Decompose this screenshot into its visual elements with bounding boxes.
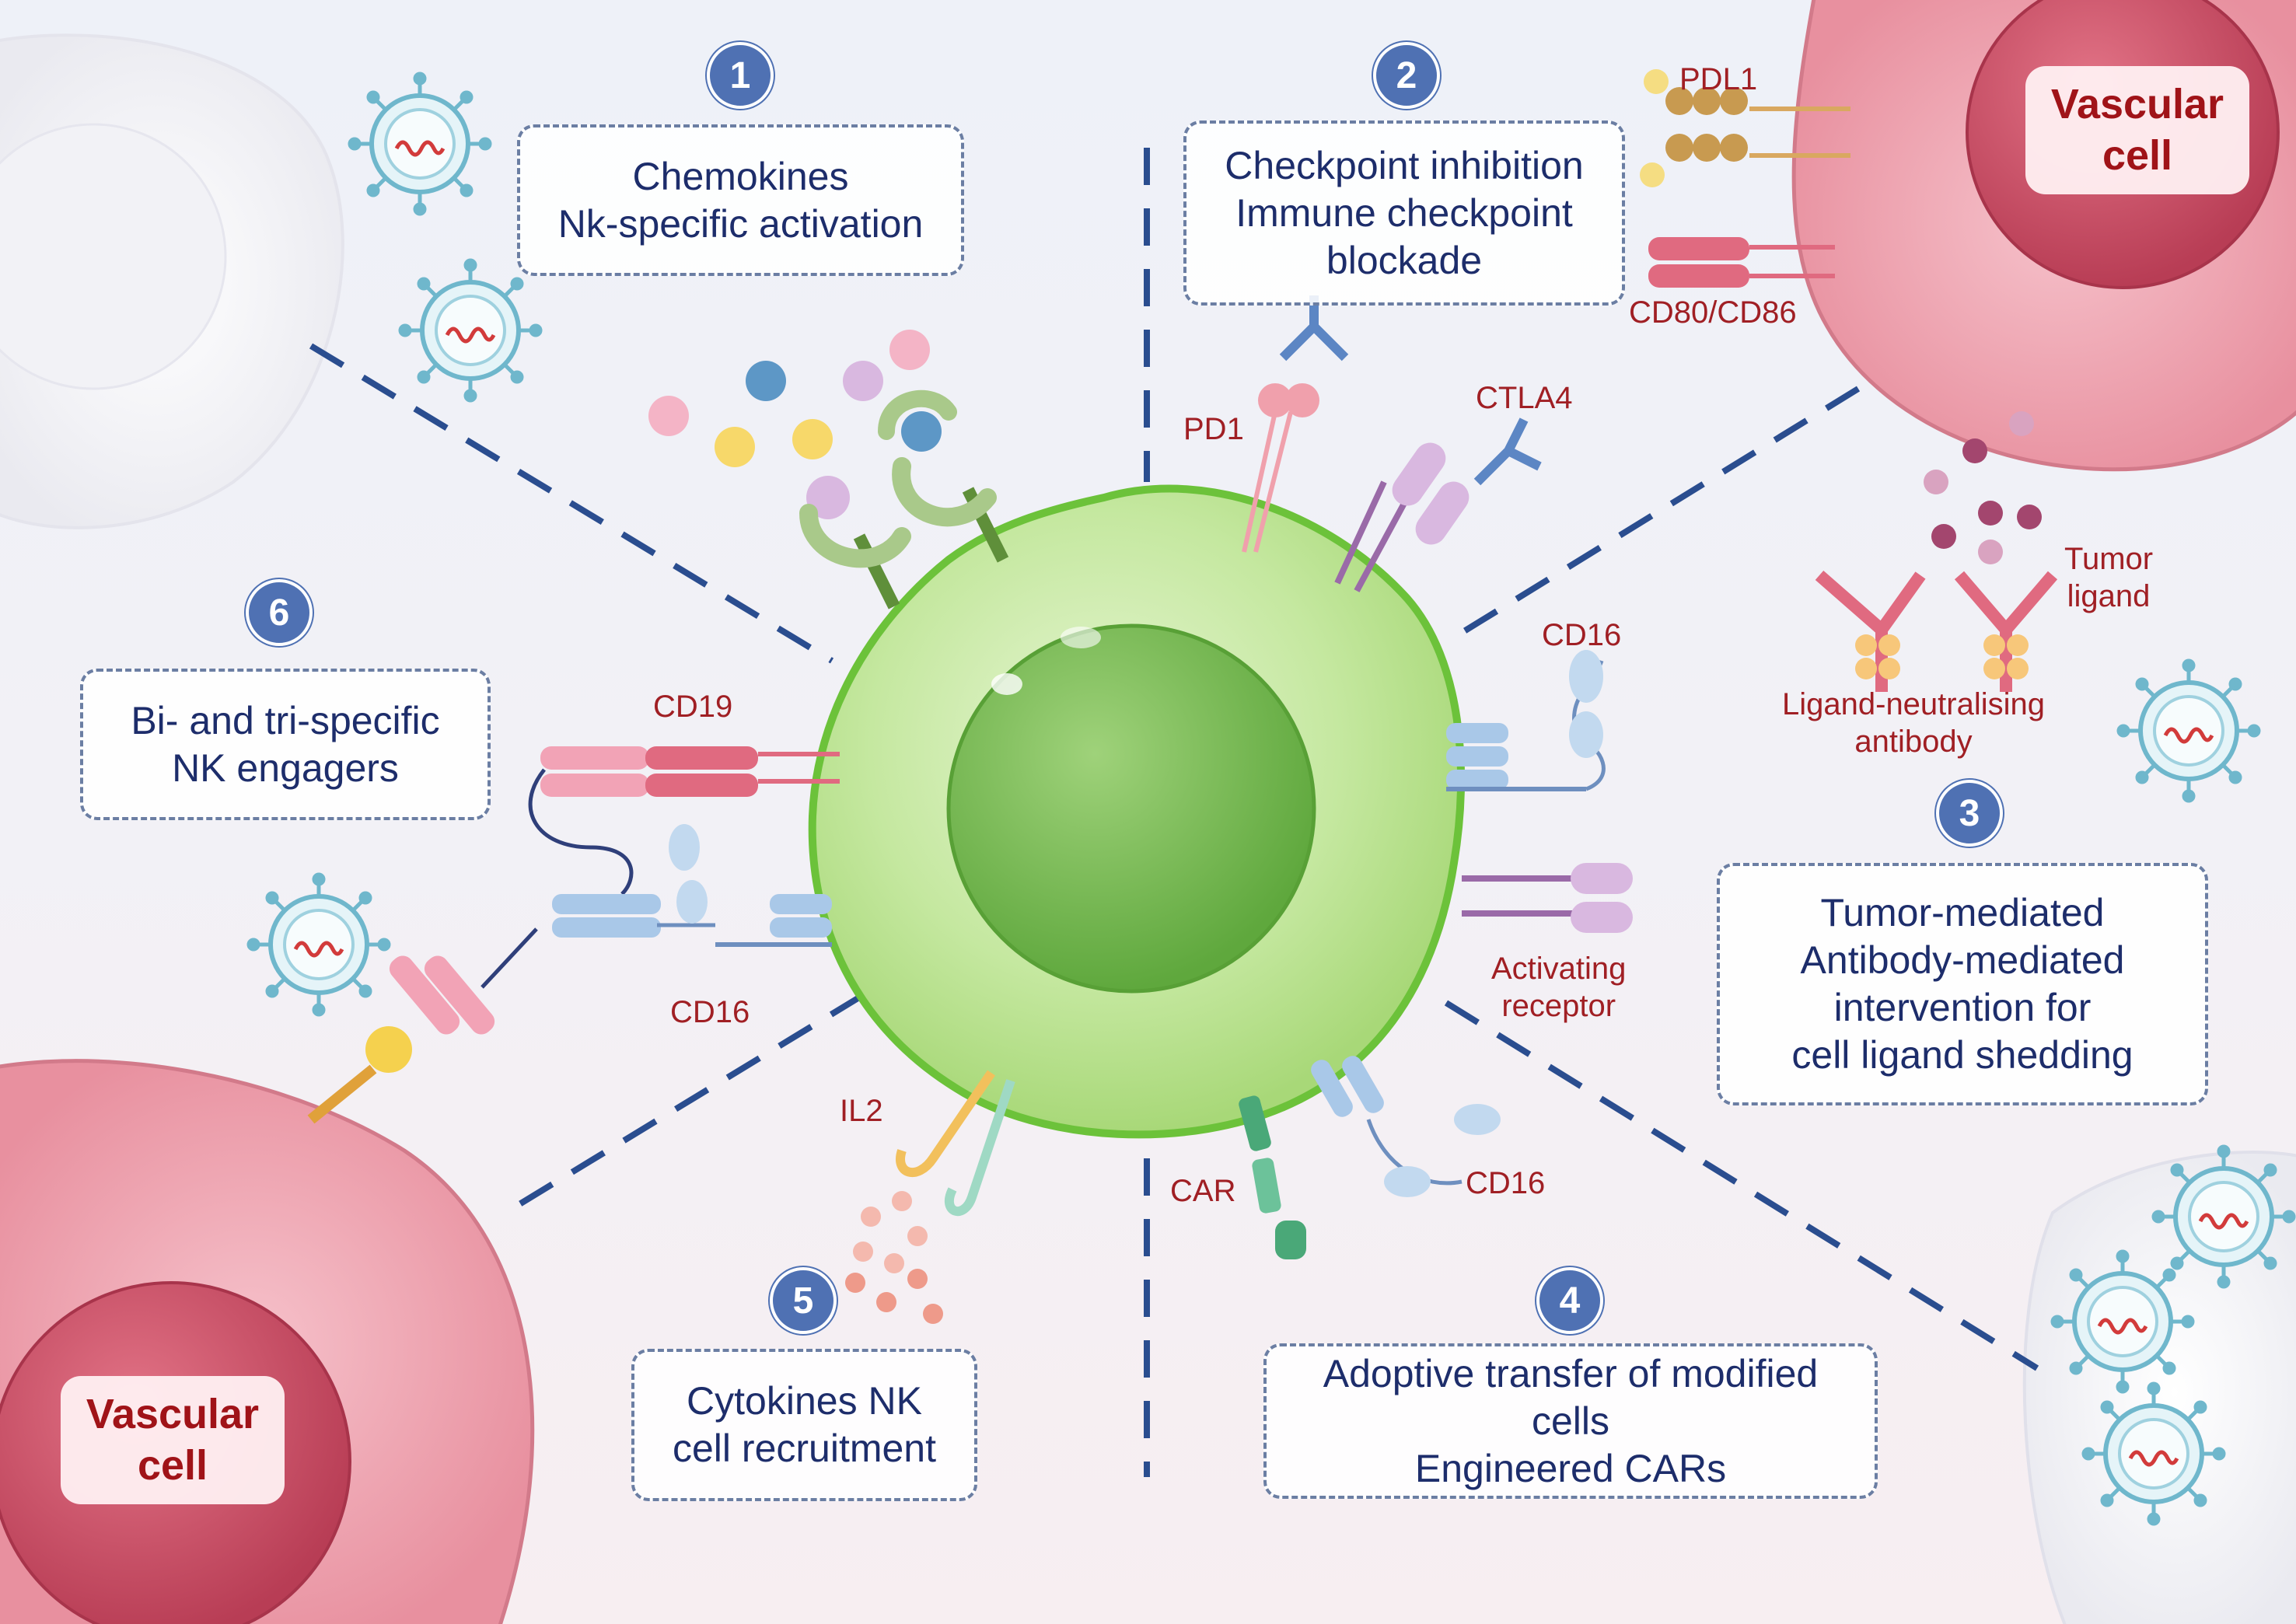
pdl1-ligand xyxy=(1640,69,1850,187)
label-pdl1: PDL1 xyxy=(1679,62,1758,96)
step-number-1: 1 xyxy=(707,42,774,109)
pd1-receptor xyxy=(1242,295,1349,553)
label-car: CAR xyxy=(1170,1174,1236,1208)
virus-icon xyxy=(2154,1147,2294,1287)
step-2-line: Immune checkpoint xyxy=(1235,190,1573,235)
step-4-line: Adoptive transfer of modified xyxy=(1323,1351,1819,1395)
step-box-1: Chemokines Nk-specific activation xyxy=(517,124,964,276)
step-number-2: 2 xyxy=(1373,42,1440,109)
step-box-5: Cytokines NK cell recruitment xyxy=(631,1349,977,1501)
vascular-cell-bottom-left xyxy=(0,1059,535,1624)
step-1-line: Nk-specific activation xyxy=(557,201,924,246)
tumor-ligand-dots xyxy=(1924,411,2042,564)
label-tumor-ligand: Tumor ligand xyxy=(2064,540,2153,615)
ligand-neutralising-antibody xyxy=(1815,570,2058,692)
step-number-5: 5 xyxy=(770,1267,837,1334)
cd16-receptor-right xyxy=(1446,650,1606,791)
virus-icon xyxy=(2119,661,2259,801)
step-number-3: 3 xyxy=(1936,780,2003,847)
vascular-cell-label-line: cell xyxy=(137,1441,208,1489)
label-activating-receptor-line: Activating xyxy=(1491,952,1627,986)
label-tumor-ligand-line: Tumor xyxy=(2064,542,2154,576)
step-3-line: Tumor-mediated xyxy=(1820,891,2105,934)
step-5-line: cell recruitment xyxy=(673,1427,936,1470)
virus-icon xyxy=(400,260,540,400)
vascular-cell-label-line: cell xyxy=(2102,131,2173,179)
step-4-line: cells xyxy=(1531,1399,1610,1443)
car-receptor xyxy=(1239,1095,1306,1259)
step-6-line: Bi- and tri-specific xyxy=(131,698,440,742)
vascular-cell-label-bottom: Vascular cell xyxy=(61,1376,285,1504)
virus-icon xyxy=(2053,1252,2193,1392)
step-4-line: Engineered CARs xyxy=(1414,1446,1727,1490)
chemokine-receptors xyxy=(799,389,1009,609)
step-6-line: NK engagers xyxy=(172,746,399,790)
step-3-line: cell ligand shedding xyxy=(1791,1033,2133,1077)
vascular-cell-label-line: Vascular xyxy=(86,1390,260,1437)
il2-receptor xyxy=(896,1070,1015,1217)
label-activating-receptor-line: receptor xyxy=(1501,989,1616,1023)
step-3-line: Antibody-mediated xyxy=(1800,938,2125,982)
vascular-cell-label-line: Vascular xyxy=(2050,80,2224,127)
nk-cell xyxy=(808,484,1466,1139)
label-activating-receptor: Activating receptor xyxy=(1491,950,1626,1025)
step-box-6: Bi- and tri-specific NK engagers xyxy=(80,669,491,820)
label-cd16-left: CD16 xyxy=(670,995,750,1029)
vascular-cell-label-top: Vascular cell xyxy=(2025,66,2249,194)
virus-icon xyxy=(2084,1384,2224,1524)
activating-receptor xyxy=(1462,863,1633,933)
label-pd1: PD1 xyxy=(1183,412,1244,446)
label-cd16-bottom: CD16 xyxy=(1466,1166,1546,1200)
virus-icon xyxy=(350,74,490,214)
label-ligand-neutralising-antibody: Ligand-neutralising antibody xyxy=(1782,686,2045,760)
step-1-line: Chemokines xyxy=(632,154,849,198)
label-cd16-right: CD16 xyxy=(1542,618,1622,652)
chemokine-dots xyxy=(648,330,942,519)
ctla4-receptor xyxy=(1334,417,1542,592)
step-2-line: Checkpoint inhibition xyxy=(1225,143,1584,187)
label-ctla4: CTLA4 xyxy=(1476,381,1573,415)
step-box-4: Adoptive transfer of modified cells Engi… xyxy=(1263,1343,1878,1499)
step-5-line: Cytokines NK xyxy=(687,1379,922,1423)
step-number-4: 4 xyxy=(1536,1267,1603,1334)
label-cd80-cd86: CD80/CD86 xyxy=(1629,295,1797,330)
label-ligand-neutralising-line: Ligand-neutralising xyxy=(1782,687,2046,721)
label-tumor-ligand-line: ligand xyxy=(2067,579,2151,613)
dashed-dividers xyxy=(309,148,2039,1477)
cd16-receptor-bottom xyxy=(1311,1056,1501,1197)
virus-icon xyxy=(249,875,389,1015)
cytokine-dots xyxy=(845,1191,943,1324)
cd80-cd86-ligand xyxy=(1648,237,1835,288)
step-3-line: intervention for xyxy=(1833,986,2092,1029)
nk-engager xyxy=(307,746,840,1124)
step-box-3: Tumor-mediated Antibody-mediated interve… xyxy=(1717,863,2208,1105)
label-cd19: CD19 xyxy=(653,690,733,724)
label-ligand-neutralising-line: antibody xyxy=(1854,725,1973,759)
step-box-2: Checkpoint inhibition Immune checkpoint … xyxy=(1183,120,1625,306)
step-number-6: 6 xyxy=(246,579,313,646)
label-il2: IL2 xyxy=(840,1094,883,1128)
step-2-line: blockade xyxy=(1326,238,1483,282)
